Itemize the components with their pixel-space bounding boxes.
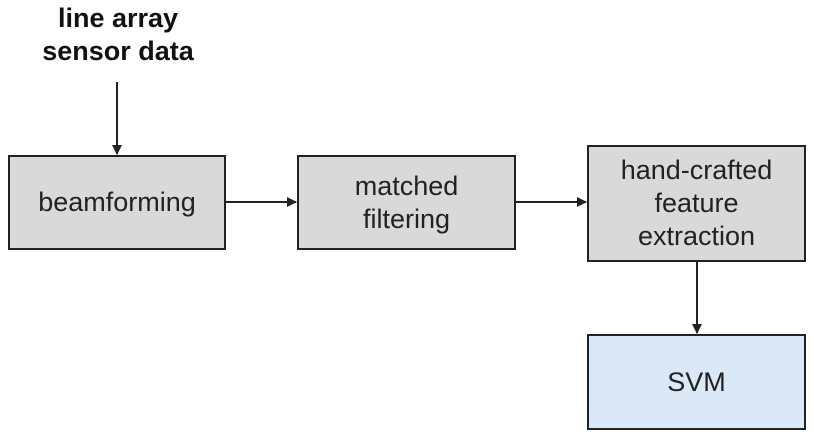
matched-filtering-label-line-2: filtering [362,203,451,234]
feature-extraction-label-line-1: hand-crafted [620,155,773,185]
feature-extraction-box: hand-crafted feature extraction [587,145,806,262]
input-label: line array sensor data [18,2,218,68]
svm-label: SVM [667,366,726,397]
feature-extraction-label-line-3: extraction [637,221,756,251]
matched-filtering-box: matched filtering [297,155,516,250]
input-label-line-2: sensor data [42,36,194,66]
input-label-line-1: line array [57,3,179,33]
matched-filtering-label-line-1: matched [354,170,459,201]
svm-box: SVM [587,334,806,430]
beamforming-box: beamforming [8,155,226,250]
beamforming-label: beamforming [38,187,196,217]
feature-extraction-label-line-2: feature [654,188,739,218]
